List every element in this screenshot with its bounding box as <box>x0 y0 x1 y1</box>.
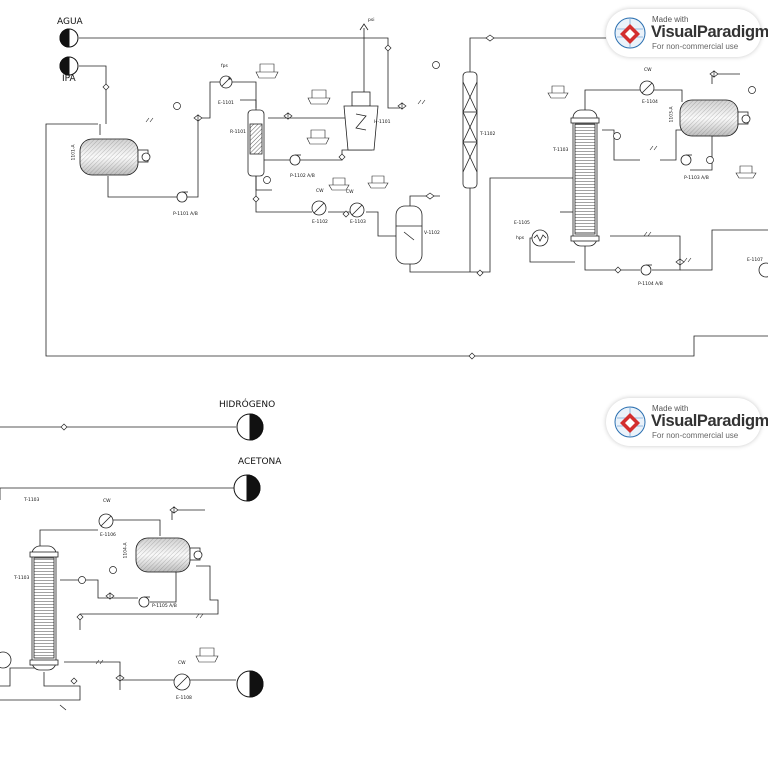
exchanger-e1106-icon <box>98 513 114 529</box>
instrument-icon <box>432 61 440 69</box>
tank-1104 <box>135 537 203 573</box>
stream-markers <box>60 34 622 685</box>
brand-text: VisualParadigm <box>651 412 768 430</box>
brand-text: VisualParadigm <box>651 23 768 41</box>
visual-paradigm-logo-icon <box>614 406 646 438</box>
tk1104-label: 1104-A <box>123 542 129 559</box>
tk1103-label: 1103-A <box>669 106 675 123</box>
made-with-text: Made with <box>652 404 689 413</box>
e1104-label: E-1104 <box>642 100 658 105</box>
recycle-line <box>45 123 768 357</box>
cw2-label: CW <box>346 190 354 195</box>
p1105-label: P-1105 A/B <box>152 604 177 609</box>
hps-label: hps <box>516 236 525 241</box>
hidrogeno-terminal-icon <box>236 413 264 441</box>
cw3-label: CW <box>644 68 652 73</box>
watermark-top: Made with VisualParadigm For non-commerc… <box>606 9 768 57</box>
reactor-r1101 <box>247 109 265 177</box>
instrument-icon <box>109 566 117 574</box>
valve-icon <box>675 258 685 266</box>
cw1-label: CW <box>316 189 324 194</box>
ipa-line <box>79 65 107 124</box>
non-commercial-text: For non-commercial use <box>652 42 739 51</box>
pump-p1104-icon <box>640 264 652 276</box>
tank-1101 <box>79 138 151 176</box>
column-t1102 <box>462 71 478 189</box>
t1103b-side-label: T-1103 <box>14 576 30 581</box>
e1106-label: E-1106 <box>100 533 116 538</box>
v1102-label: V-1102 <box>424 231 440 236</box>
p1104-label: P-1104 A/B <box>638 282 663 287</box>
valve-icon <box>105 592 115 600</box>
instrument-icon <box>78 576 86 584</box>
pump-p1102-icon <box>289 154 301 166</box>
non-commercial-text: For non-commercial use <box>652 431 739 440</box>
column-t1103-top <box>570 109 600 247</box>
pump-p1101-icon <box>176 191 188 203</box>
p1101-label: P-1101 A/B <box>173 212 198 217</box>
made-with-text: Made with <box>652 15 689 24</box>
watermark-bottom: Made with VisualParadigm For non-commerc… <box>606 398 768 446</box>
cw4-label: CW <box>103 499 111 504</box>
valve-icon <box>283 112 293 120</box>
valve-icon <box>169 506 179 514</box>
vessel-v1102 <box>395 205 423 265</box>
column-t1103-bottom <box>29 545 59 671</box>
signal-marks <box>95 99 692 665</box>
instrument-icon <box>263 176 271 184</box>
h1101-label: H-1101 <box>374 120 391 125</box>
pump-p1103-icon <box>680 154 692 166</box>
psi-label: psi <box>368 18 375 23</box>
data-boxes <box>195 63 757 663</box>
exchanger-e1107-icon <box>758 262 768 278</box>
t1102-label: T-1102 <box>480 132 496 137</box>
cw5-label: CW <box>178 661 186 666</box>
ipa-terminal-icon <box>59 56 79 76</box>
exchanger-e1105-icon <box>531 229 549 247</box>
acetona-terminal-icon <box>233 474 261 502</box>
exchanger-e1101-icon <box>219 75 233 89</box>
product-terminal-icon <box>236 670 264 698</box>
valve-icon <box>709 70 719 78</box>
instrument-icon <box>173 102 181 110</box>
t1103-label: T-1103 <box>553 148 569 153</box>
pump-p1105-icon <box>138 596 150 608</box>
instrument-icon <box>748 86 756 94</box>
instrument-icon <box>706 156 714 164</box>
valve-icon <box>397 102 407 110</box>
exchanger-e1103-icon <box>349 202 365 218</box>
exchanger-e1102-icon <box>311 200 327 216</box>
visual-paradigm-logo-icon <box>614 17 646 49</box>
instrument-icon <box>613 132 621 140</box>
e1107-label: E-1107 <box>747 258 763 263</box>
hidrogeno-label: HIDRÓGENO <box>219 400 276 410</box>
e1102-label: E-1102 <box>312 220 328 225</box>
e1101-label: E-1101 <box>218 101 234 106</box>
agua-line <box>79 37 400 109</box>
exchanger-reboiler-bottom-icon <box>0 651 12 669</box>
r1101-label: R-1101 <box>230 130 247 135</box>
valve-icon <box>115 674 125 682</box>
e1108-label: E-1108 <box>176 696 192 701</box>
valve-icon <box>193 114 203 122</box>
e1105-label: E-1105 <box>514 221 530 226</box>
fps-label: fps <box>221 64 228 69</box>
exchanger-e1108-icon <box>173 673 191 691</box>
t1103b-label: T-1103 <box>24 498 40 503</box>
p1102-label: P-1102 A/B <box>290 174 315 179</box>
tank-1103 <box>679 99 751 137</box>
heater-h1101 <box>343 91 379 151</box>
tk1101-label: 1101-A <box>71 144 77 161</box>
agua-label: AGUA <box>57 17 83 27</box>
ipa-label: IPA <box>62 74 76 84</box>
exchanger-e1104-icon <box>639 80 655 96</box>
e1103-label: E-1103 <box>350 220 366 225</box>
p1103-label: P-1103 A/B <box>684 176 709 181</box>
acetona-label: ACETONA <box>238 457 282 467</box>
agua-terminal-icon <box>59 28 79 48</box>
